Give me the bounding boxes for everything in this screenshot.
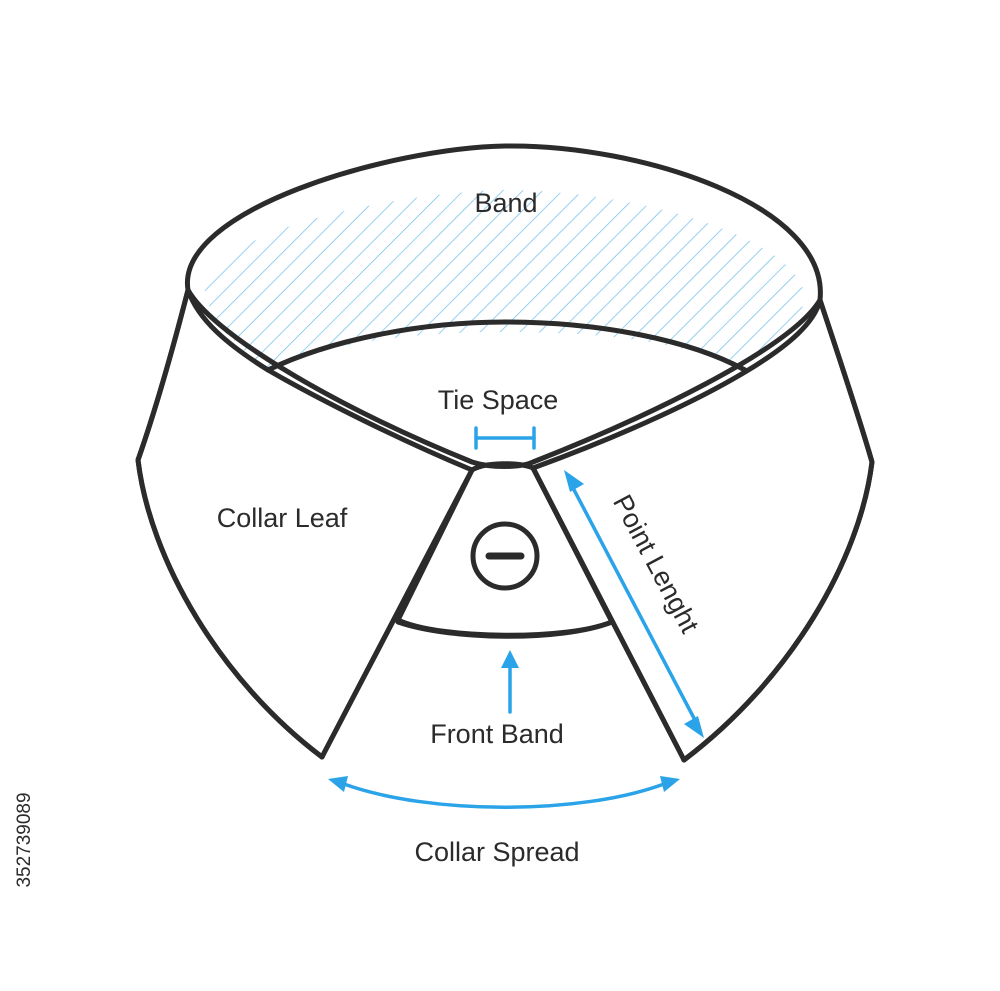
collar-fold-left [185,287,823,469]
front-band-label: Front Band [430,719,564,749]
collar-right-outer [681,297,875,763]
collar-spread-label: Collar Spread [414,837,579,867]
front-band-curve [395,619,615,639]
collar-leaf-label: Collar Leaf [217,503,348,533]
front-band-arrow [501,650,519,714]
point-length-arrow [564,470,704,738]
band-label: Band [474,188,537,218]
band-hatch [204,190,806,372]
collar-button-icon [470,521,540,591]
stock-id-text: 352739089 [14,792,35,887]
front-band-lower [322,620,684,760]
left-point-edge [319,467,475,760]
band-inner-edge [265,319,748,373]
right-point-edge [530,465,687,763]
collar-spread-arrow [328,776,680,809]
collar-left-outer [135,287,325,760]
tie-space-label: Tie Space [438,385,559,415]
band-outline [185,143,823,303]
tie-space-marker [474,426,536,450]
